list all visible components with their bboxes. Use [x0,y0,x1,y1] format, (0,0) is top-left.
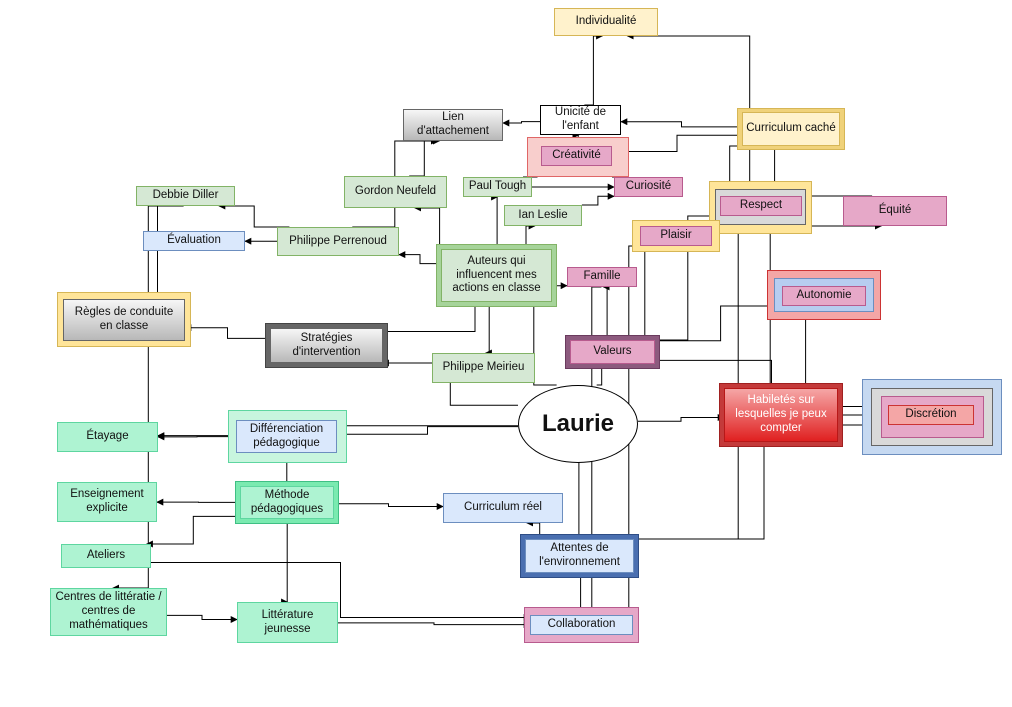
edge-centres-to-litterature [167,614,238,623]
node-enseignement-explicite[interactable]: Enseignement explicite [57,482,157,522]
node-paul-tough[interactable]: Paul Tough [463,177,532,197]
node-attentes-environnement[interactable]: Attentes de l'environnement [525,539,634,573]
node-individualite[interactable]: Individualité [554,8,658,36]
edge-debbie_diller-to-regles [133,205,181,303]
node-autonomie[interactable]: Autonomie [782,286,866,306]
node-etayage[interactable]: Étayage [57,422,158,452]
node-unicite[interactable]: Unicité de l'enfant [540,105,621,135]
edge-auteurs-to-paul_tough [491,193,499,250]
edge-unicite-to-individualite [584,32,604,106]
node-gordon-neufeld[interactable]: Gordon Neufeld [344,176,447,208]
edge-litterature-to-collaboration [338,621,531,629]
edge-unicite-to-lien [502,119,540,127]
node-curiosite[interactable]: Curiosité [614,177,683,197]
node-discretion[interactable]: Discrétion [888,405,974,425]
node-strategies-intervention[interactable]: Stratégies d'intervention [270,328,383,363]
edge-curriculum_cache-to-creativite [611,134,742,155]
node-evaluation[interactable]: Évaluation [143,231,245,251]
node-ian-leslie[interactable]: Ian Leslie [504,205,582,226]
edge-methode-to-curriculum_reel [334,503,444,510]
edge-gordon_neufeld-to-lien [409,137,440,177]
node-philippe-perrenoud[interactable]: Philippe Perrenoud [277,227,399,256]
node-collaboration[interactable]: Collaboration [530,615,633,635]
edge-valeurs-to-autonomie [655,302,787,342]
edge-methode-to-ateliers [145,515,240,548]
node-curriculum-cache[interactable]: Curriculum caché [742,112,840,146]
edge-auteurs-to-philippe_perrenoud [398,251,441,265]
node-debbie-diller[interactable]: Debbie Diller [136,186,235,206]
node-equite[interactable]: Équité [843,196,947,226]
node-creativite[interactable]: Créativité [541,146,612,166]
node-lien-attachement[interactable]: Lien d'attachement [403,109,503,141]
node-habiletes[interactable]: Habiletés sur lesquelles je peux compter [724,388,838,442]
node-differenciation[interactable]: Différenciation pédagogique [236,420,337,453]
edge-laurie-to-strategies [381,359,518,406]
node-auteurs[interactable]: Auteurs qui influencent mes actions en c… [441,249,552,302]
node-valeurs[interactable]: Valeurs [570,340,655,364]
edge-curriculum_cache-to-unicite [620,118,742,128]
node-philippe-meirieu[interactable]: Philippe Meirieu [432,353,535,383]
node-laurie-center[interactable]: Laurie [518,385,638,463]
node-plaisir[interactable]: Plaisir [640,226,712,246]
node-curriculum-reel[interactable]: Curriculum réel [443,493,563,523]
edge-laurie-to-differenciation [336,426,518,438]
node-ateliers[interactable]: Ateliers [61,544,151,568]
edge-auteurs-to-philippe_meirieu [484,301,493,357]
node-litterature-jeunesse[interactable]: Littérature jeunesse [237,602,338,643]
edge-auteurs-to-gordon_neufeld [414,204,465,250]
edge-valeurs-to-plaisir [619,242,672,341]
edge-laurie-to-attentes [573,462,580,543]
node-famille[interactable]: Famille [567,267,637,287]
node-respect[interactable]: Respect [720,196,802,216]
edge-ian_leslie-to-curiosite [581,192,615,206]
edge-philippe_perrenoud-to-debbie_diller [218,202,290,228]
edge-debbie_diller-to-centres [112,205,184,592]
node-methode-pedagogiques[interactable]: Méthode pédagogiques [240,486,334,519]
node-regles-conduite[interactable]: Règles de conduite en classe [63,299,185,341]
edge-ateliers-to-collaboration [151,562,531,621]
node-centres[interactable]: Centres de littératie / centres de mathé… [50,588,167,636]
edge-laurie-to-habiletes [638,414,725,422]
edge-strategies-to-regles [184,324,270,339]
edge-valeurs-to-famille [602,283,611,341]
